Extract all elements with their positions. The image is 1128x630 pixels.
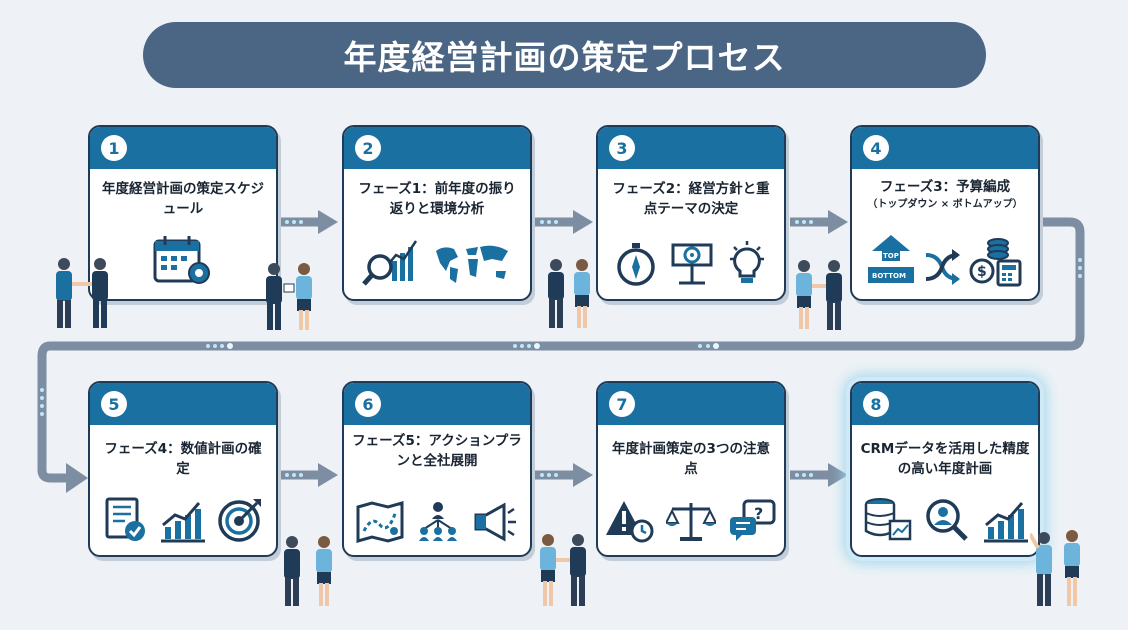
card-header: 3 [598, 127, 784, 169]
roadmap-icon [356, 501, 404, 543]
step-title: フェーズ3：予算編成 （トップダウン × ボトムアップ） [852, 177, 1038, 213]
calendar-gear-icon [153, 236, 210, 284]
step-number: 8 [863, 391, 889, 417]
scale-icon [666, 503, 716, 541]
step-number: 4 [863, 135, 889, 161]
page-title: 年度経営計画の策定プロセス [143, 22, 986, 88]
step-card-3[interactable]: 3 フェーズ2：経営方針と重点テーマの決定 [596, 125, 786, 301]
target-board-icon [671, 243, 713, 285]
people-illustration-5 [284, 536, 332, 606]
step-number: 7 [609, 391, 635, 417]
step-number: 1 [101, 135, 127, 161]
card-header: 5 [90, 383, 276, 425]
step-title: 年度経営計画の策定スケジュール [102, 181, 264, 217]
step-card-6[interactable]: 6 フェーズ5：アクションプランと全社展開 [342, 381, 532, 557]
top-bottom-icon: TOP BOTTOM [868, 235, 914, 283]
warning-clock-icon [606, 501, 654, 543]
svg-text:$: $ [977, 264, 987, 280]
people-illustration-3 [548, 259, 590, 328]
target-icon [218, 499, 261, 542]
people-illustration-7 [1030, 530, 1080, 606]
step-card-8[interactable]: 8 CRMデータを活用した精度の高い年度計画 [850, 381, 1040, 557]
step-title-main: フェーズ3：予算編成 [879, 179, 1011, 195]
card-header: 4 [852, 127, 1038, 169]
people-illustration-6 [540, 534, 586, 606]
card-header: 1 [90, 127, 276, 169]
step-card-5[interactable]: 5 フェーズ4：数値計画の確定 [88, 381, 278, 557]
merge-arrows-icon [925, 249, 960, 285]
database-icon [864, 498, 912, 541]
card-header: 6 [344, 383, 530, 425]
people-illustration-4 [796, 260, 842, 330]
org-chart-icon [419, 502, 457, 541]
step-card-2[interactable]: 2 フェーズ1：前年度の振り返りと環境分析 [342, 125, 532, 301]
people-illustration-2 [266, 263, 312, 330]
growth-chart-icon [161, 502, 205, 543]
search-user-icon [926, 499, 968, 541]
people-illustration-1 [56, 258, 108, 328]
checklist-doc-icon [105, 497, 145, 541]
card-header: 2 [344, 127, 530, 169]
top-label: TOP [883, 252, 899, 260]
card-header: 8 [852, 383, 1038, 425]
step-card-1[interactable]: 1 年度経営計画の策定スケジュール [88, 125, 278, 301]
step-number: 6 [355, 391, 381, 417]
growth-chart-icon [984, 502, 1028, 543]
coins-calculator-icon: $ [969, 238, 1022, 287]
step-subtitle: （トップダウン × ボトムアップ） [867, 199, 1023, 210]
magnifier-chart-icon [362, 240, 418, 286]
step-title: フェーズ1：前年度の振り返りと環境分析 [358, 181, 516, 217]
step-number: 3 [609, 135, 635, 161]
step-card-4[interactable]: 4 フェーズ3：予算編成 （トップダウン × ボトムアップ） TOP BOTTO… [850, 125, 1040, 301]
card-header: 7 [598, 383, 784, 425]
step-title: 年度計画策定の3つの注意点 [612, 441, 770, 477]
step-title: フェーズ4：数値計画の確定 [104, 441, 262, 477]
step-title: フェーズ2：経営方針と重点テーマの決定 [612, 181, 770, 217]
step-card-7[interactable]: 7 年度計画策定の3つの注意点 ? [596, 381, 786, 557]
svg-text:?: ? [754, 504, 763, 523]
step-title: CRMデータを活用した精度の高い年度計画 [860, 441, 1030, 477]
chat-question-icon: ? [730, 499, 776, 541]
step-number: 2 [355, 135, 381, 161]
megaphone-icon [474, 502, 516, 542]
step-title: フェーズ5：アクションプランと全社展開 [352, 433, 522, 469]
lightbulb-icon [730, 241, 764, 283]
step-number: 5 [101, 391, 127, 417]
bottom-label: BOTTOM [872, 272, 906, 280]
compass-icon [617, 243, 655, 286]
world-map-icon [436, 245, 508, 283]
